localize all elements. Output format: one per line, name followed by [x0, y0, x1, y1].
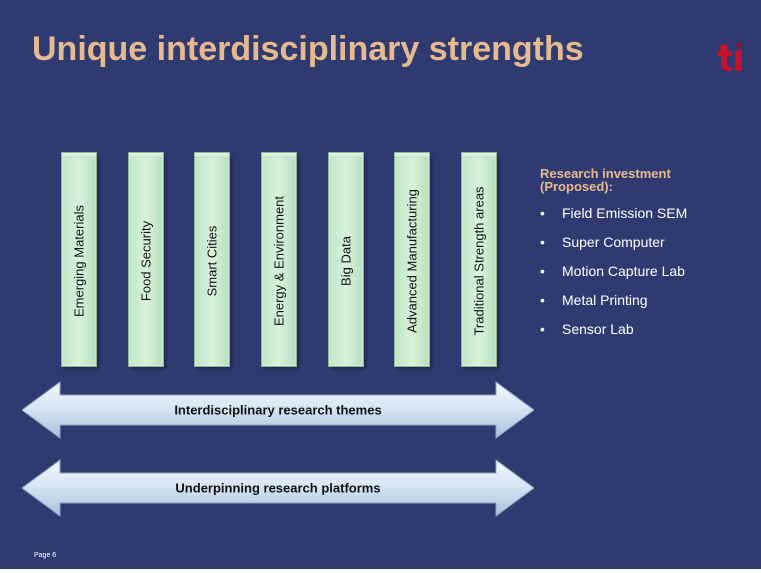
pillar-smart-cities: Smart Cities: [194, 152, 230, 367]
arrow-interdisciplinary-themes: Interdisciplinary research themes: [21, 380, 535, 440]
list-item-label: Super Computer: [562, 234, 665, 250]
list-item-label: Sensor Lab: [562, 321, 634, 337]
page-number: Page 6: [34, 552, 57, 559]
list-item-label: Motion Capture Lab: [562, 263, 685, 279]
list-item: • Field Emission SEM: [540, 205, 750, 234]
bullet-icon: •: [540, 205, 545, 221]
pillar-label: Advanced Manufacturing: [404, 189, 420, 333]
list-item: • Super Computer: [540, 234, 750, 263]
pillar-label: Emerging Materials: [71, 205, 87, 317]
pillar-label: Big Data: [338, 236, 354, 286]
list-item-label: Field Emission SEM: [562, 205, 688, 221]
pillar-label: Traditional Strength areas: [471, 186, 487, 336]
bullet-icon: •: [540, 292, 545, 308]
pillar-label: Food Security: [138, 220, 154, 302]
research-heading-line1: Research investment: [540, 166, 671, 181]
bullet-icon: •: [540, 321, 545, 337]
list-item: • Sensor Lab: [540, 321, 750, 350]
pillar-emerging-materials: Emerging Materials: [61, 152, 97, 367]
pillar-energy-environment: Energy & Environment: [261, 152, 297, 367]
slide-title: Unique interdisciplinary strengths: [32, 30, 584, 68]
research-heading: Research investment (Proposed):: [540, 167, 750, 193]
pillar-advanced-manufacturing: Advanced Manufacturing: [394, 152, 430, 367]
bullet-icon: •: [540, 234, 545, 250]
research-investment-panel: Research investment (Proposed): • Field E…: [540, 167, 750, 350]
arrow-label: Underpinning research platforms: [175, 480, 381, 496]
ti-logo-icon: [718, 42, 742, 71]
research-list: • Field Emission SEM • Super Computer • Mot…: [540, 205, 750, 350]
pillar-traditional-strength: Traditional Strength areas: [461, 152, 497, 367]
arrow-underpinning-platforms: Underpinning research platforms: [21, 458, 535, 518]
pillar-big-data: Big Data: [328, 152, 364, 367]
list-item: • Metal Printing: [540, 292, 750, 321]
list-item: • Motion Capture Lab: [540, 263, 750, 292]
bullet-icon: •: [540, 263, 545, 279]
arrow-label: Interdisciplinary research themes: [174, 402, 382, 418]
research-heading-line2: (Proposed):: [540, 179, 613, 194]
pillar-food-security: Food Security: [128, 152, 164, 367]
pillar-label: Smart Cities: [204, 225, 220, 297]
pillar-label: Energy & Environment: [271, 195, 287, 327]
list-item-label: Metal Printing: [562, 292, 648, 308]
